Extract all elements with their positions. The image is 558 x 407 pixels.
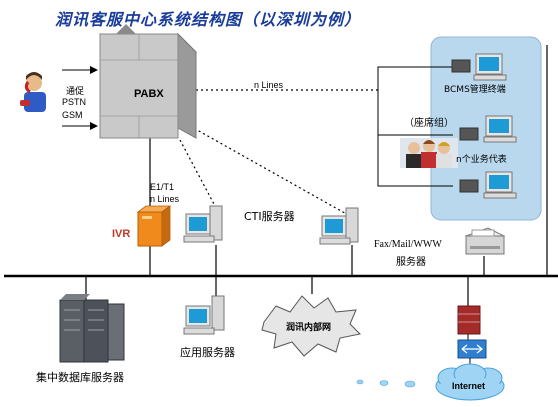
agents-label: n个业务代表 xyxy=(456,155,507,165)
internet-label: Internet xyxy=(452,381,486,391)
input-label-gsm: GSM xyxy=(62,110,83,120)
agent-bracket-line xyxy=(377,66,453,187)
cloud-bubble-1 xyxy=(356,379,364,385)
pabx-cabinet-icon xyxy=(98,24,198,139)
bcms-terminal-icon xyxy=(451,53,507,81)
db-server-label: 集中数据库服务器 xyxy=(36,371,124,384)
pabx-cti2-dotted-line xyxy=(189,125,351,217)
fax-server-icon xyxy=(464,227,506,255)
pabx-cti1-dotted-line xyxy=(179,139,216,207)
input-label-1: 通促 xyxy=(66,87,85,97)
input-label-pstn: PSTN xyxy=(62,97,87,107)
input-arrow-top-head xyxy=(90,66,98,74)
database-server-icon xyxy=(59,294,125,363)
cti-server-label: CTI服务器 xyxy=(244,210,295,223)
cloud-bubble-2 xyxy=(379,380,389,386)
firewall-icon xyxy=(457,305,481,335)
fax-label-1: Fax/Mail/WWW xyxy=(374,239,442,250)
agents-group-icon xyxy=(400,138,458,168)
input-arrow-bottom-head xyxy=(90,122,98,130)
internet-cloud-icon xyxy=(435,363,505,401)
bcms-label: BCMS管理终端 xyxy=(444,85,506,95)
n-lines-top-label: n Lines xyxy=(254,80,284,90)
cti-server-1-icon xyxy=(183,205,223,243)
seat-group-label: （座席组） xyxy=(404,118,454,129)
agent-terminal-2-icon xyxy=(459,171,517,199)
app-server-icon xyxy=(183,295,225,335)
intranet-label: 润讯内部网 xyxy=(286,323,332,333)
cloud-bubble-3 xyxy=(404,380,416,388)
ivr-label: IVR xyxy=(112,228,131,240)
diagram-title: 润讯客服中心系统结构图（以深圳为例） xyxy=(55,10,362,29)
pabx-label: PABX xyxy=(134,88,164,100)
cti-server-2-icon xyxy=(319,207,359,245)
trunk-label-1: E1/T1 xyxy=(150,182,175,192)
app-server-label: 应用服务器 xyxy=(180,346,235,359)
ivr-unit-icon xyxy=(136,205,172,247)
trunk-label-2: n Lines xyxy=(150,194,180,204)
agent-terminal-1-icon xyxy=(459,115,517,143)
caller-phone-icon xyxy=(20,72,46,112)
router-icon xyxy=(457,339,487,359)
fax-label-2: 服务器 xyxy=(396,257,426,268)
intranet-cloud-icon xyxy=(261,295,362,357)
